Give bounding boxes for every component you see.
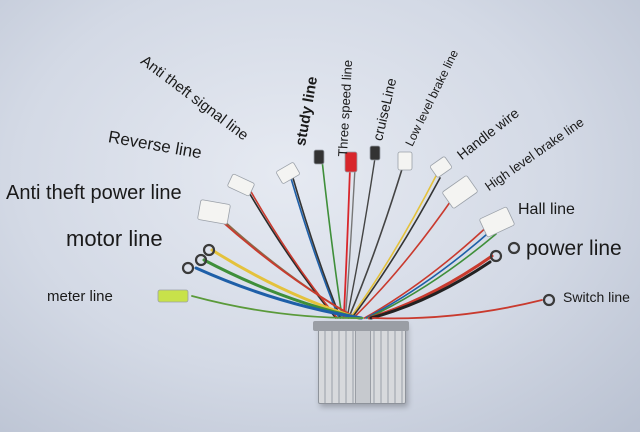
anti-theft-power-wire-red <box>217 217 358 319</box>
low-brake-wire <box>347 165 404 319</box>
connector-three-speed <box>344 151 358 173</box>
cruise-wire <box>346 157 376 319</box>
high-brake-wire <box>352 194 456 319</box>
label-switch-line: Switch line <box>563 289 630 305</box>
ring-terminal-power-2 <box>489 249 503 263</box>
label-hall-line: Hall line <box>518 201 575 218</box>
connector-anti-theft-signal <box>227 173 255 197</box>
hall-wire-blue <box>365 227 495 319</box>
anti-theft-signal-wire-red <box>249 189 339 319</box>
ring-terminal-motor-3 <box>181 261 195 275</box>
connector-hall <box>479 206 515 238</box>
handle-wire-black <box>351 177 441 319</box>
ring-terminal-motor-1 <box>202 243 216 257</box>
connector-handle <box>429 156 453 178</box>
ring-terminal-switch <box>542 293 556 307</box>
handle-wire-yellow <box>349 173 438 319</box>
controller-box <box>313 321 409 404</box>
wire-bundle <box>191 157 543 320</box>
connector-cruise <box>369 145 381 161</box>
reverse-wire-black <box>292 177 342 319</box>
connector-low-brake <box>397 151 413 171</box>
label-anti-theft-power-line: Anti theft power line <box>6 182 182 204</box>
power-wire-black <box>369 260 492 320</box>
connector-meter <box>157 289 189 303</box>
three-speed-wire <box>342 167 351 319</box>
anti-theft-signal-wire <box>243 183 337 319</box>
hall-wire-red <box>363 221 493 319</box>
meter-wire <box>191 295 364 319</box>
label-motor-line: motor line <box>66 226 163 251</box>
study-wire <box>321 159 343 319</box>
switch-wire <box>371 299 543 320</box>
motor-wire-blue <box>194 266 363 320</box>
connector-reverse <box>276 162 300 184</box>
label-meter-line: meter line <box>47 288 113 305</box>
connector-group <box>157 145 556 307</box>
ring-terminal-power-1 <box>507 241 521 255</box>
ring-terminal-motor-2 <box>194 253 208 267</box>
hall-wire-green <box>367 233 497 319</box>
label-power-line: power line <box>526 237 622 260</box>
connector-anti-theft-power <box>197 199 231 225</box>
three-speed-wire-grey <box>344 167 356 319</box>
connector-study <box>313 149 325 165</box>
connector-high-brake <box>442 175 478 209</box>
